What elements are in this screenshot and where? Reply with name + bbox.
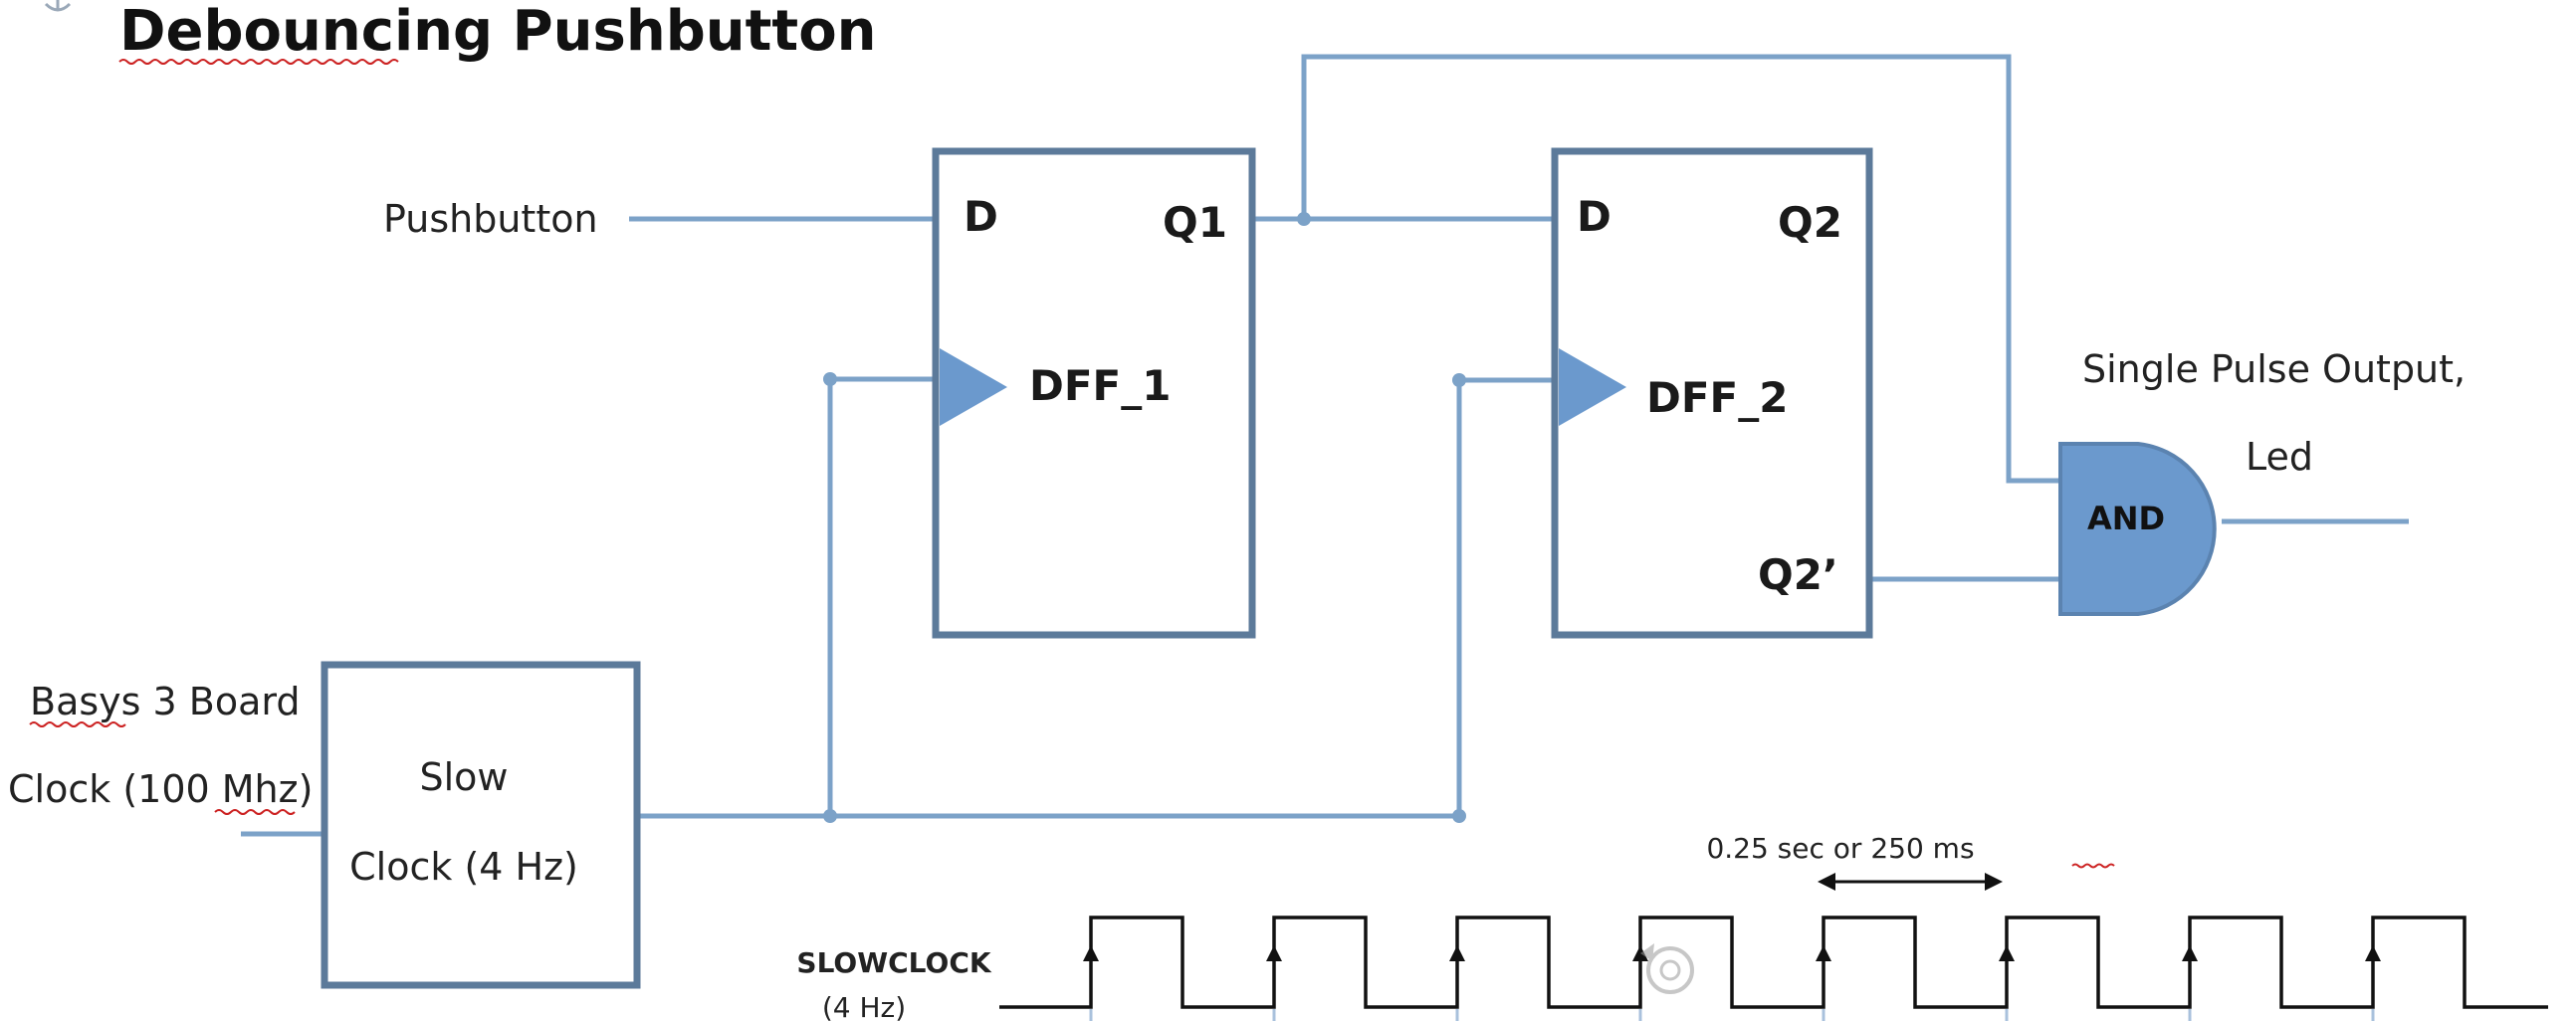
page-title: Debouncing Pushbutton bbox=[119, 0, 877, 64]
junction-clk-dff2 bbox=[1452, 373, 1466, 387]
timing-ticks bbox=[1089, 1009, 2375, 1021]
junction-bus-dff2 bbox=[1452, 809, 1466, 823]
rising-edge-arrow bbox=[1449, 945, 1465, 961]
rising-edge-arrow bbox=[1816, 945, 1831, 961]
dff2-name: DFF_2 bbox=[1646, 373, 1788, 422]
board-clock-label-1: Basys 3 Board bbox=[30, 680, 300, 723]
spellcheck-underline bbox=[118, 59, 399, 65]
wires bbox=[241, 54, 2409, 837]
dff1-clock-triangle bbox=[940, 348, 1007, 426]
dff2-d-pin: D bbox=[1577, 192, 1611, 241]
rising-edge-markers bbox=[1083, 945, 2381, 961]
slow-clock-label-1: Slow bbox=[419, 755, 508, 799]
dff2-q-pin: Q2 bbox=[1778, 198, 1842, 247]
output-label-2: Led bbox=[2246, 435, 2313, 479]
pushbutton-label: Pushbutton bbox=[383, 197, 598, 241]
junction-q1 bbox=[1297, 212, 1311, 226]
wire-clk-dff2 bbox=[1456, 377, 1555, 816]
timing-signal-name: SLOWCLOCK bbox=[796, 946, 991, 979]
slow-clock-block: Slow Clock (4 Hz) bbox=[321, 661, 641, 989]
spellcheck-underline-basys bbox=[29, 721, 126, 727]
board-clock-label-2: Clock (100 Mhz) bbox=[8, 767, 313, 811]
output-label-1: Single Pulse Output, bbox=[2082, 347, 2466, 391]
dff2-qbar-pin: Q2’ bbox=[1758, 550, 1838, 599]
spellcheck-underline-mhz bbox=[214, 809, 296, 815]
and-gate: AND bbox=[2058, 442, 2217, 616]
rising-edge-arrow bbox=[2182, 945, 2198, 961]
anchor-icon bbox=[44, 0, 72, 12]
dff2-block: D Q2 DFF_2 Q2’ bbox=[1551, 147, 1873, 639]
spellcheck-underline-ms bbox=[2071, 863, 2115, 869]
slow-clock-label-2: Clock (4 Hz) bbox=[349, 845, 578, 889]
timing-signal-sub: (4 Hz) bbox=[822, 991, 906, 1021]
slowclock-waveform bbox=[999, 916, 2548, 1009]
dff2-clock-triangle bbox=[1559, 348, 1626, 426]
and-gate-label: AND bbox=[2087, 500, 2165, 537]
wire-clk-dff1 bbox=[827, 376, 936, 816]
replay-icon bbox=[1640, 943, 1694, 994]
rising-edge-arrow bbox=[1266, 945, 1282, 961]
dff1-block: D Q1 DFF_1 bbox=[932, 147, 1256, 639]
rising-edge-arrow bbox=[1999, 945, 2015, 961]
timing-diagram: SLOWCLOCK (4 Hz) 0.25 sec or 250 ms bbox=[796, 832, 2548, 1021]
junction-clk-dff1 bbox=[823, 372, 837, 386]
period-arrow bbox=[1818, 873, 2003, 891]
junction-bus-dff1 bbox=[823, 809, 837, 823]
dff1-name: DFF_1 bbox=[1029, 361, 1171, 410]
wire-q1-to-and bbox=[1301, 54, 2062, 484]
dff1-d-pin: D bbox=[964, 192, 998, 241]
rising-edge-arrow bbox=[2365, 945, 2381, 961]
timing-period-label: 0.25 sec or 250 ms bbox=[1706, 832, 1974, 865]
dff1-q-pin: Q1 bbox=[1163, 198, 1227, 247]
rising-edge-arrow bbox=[1083, 945, 1099, 961]
